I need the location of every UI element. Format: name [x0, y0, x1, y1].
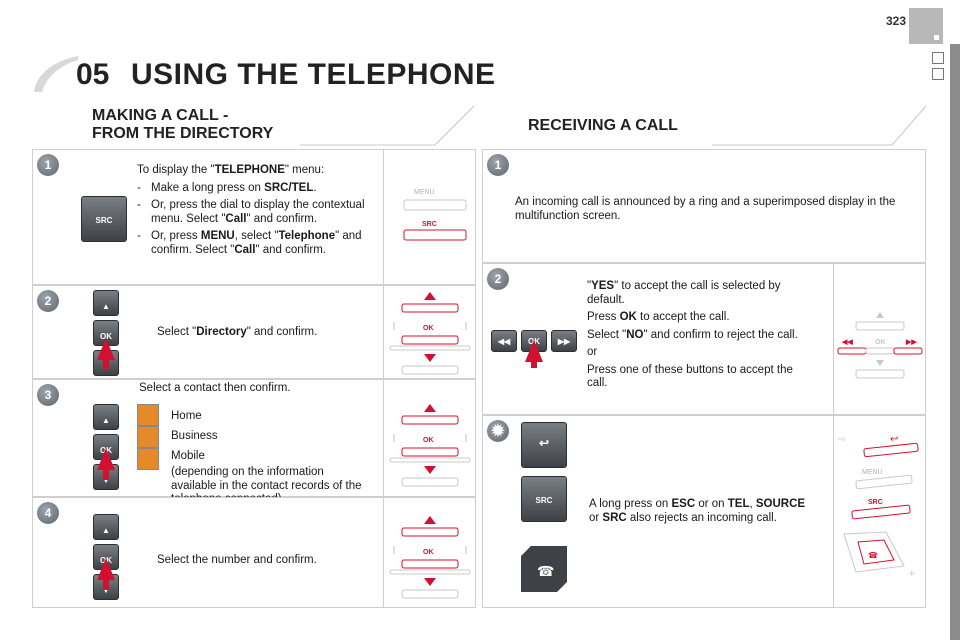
- press-arrow-stem: [531, 360, 537, 368]
- step-number-badge: 4: [37, 502, 59, 524]
- contact-type-business: Business: [171, 430, 218, 442]
- steering-control-diagram-4: OK: [383, 498, 476, 607]
- right-step-1-text: An incoming call is announced by a ring …: [515, 196, 896, 222]
- left-title-line2: FROM THE DIRECTORY: [92, 125, 274, 142]
- left-step-1-panel: 1 SRC To display the "TELEPHONE" menu: -…: [32, 149, 476, 285]
- step-number-badge: 2: [37, 290, 59, 312]
- contact-type-mobile: Mobile: [171, 450, 205, 462]
- up-button[interactable]: ▲: [93, 514, 119, 540]
- tel-button-icon[interactable]: ☎: [521, 546, 567, 592]
- step1-bullet-2: -Or, press the dial to display the conte…: [137, 199, 365, 225]
- svg-text:↩: ↩: [890, 434, 898, 445]
- home-icon: [137, 404, 159, 426]
- press-arrow-icon: [97, 558, 115, 580]
- page-number: 323: [885, 14, 906, 28]
- step-number-badge: 1: [37, 154, 59, 176]
- svg-text:+: +: [908, 569, 916, 579]
- svg-text:MENU: MENU: [862, 469, 883, 476]
- prev-button[interactable]: ◀◀: [491, 330, 517, 352]
- left-step-3-panel: 3 Select a contact then confirm. ▲ OK ▼ …: [32, 379, 476, 505]
- steering-control-diagram-2: OK: [383, 286, 476, 378]
- left-step-3-text: Select a contact then confirm.: [139, 382, 291, 394]
- esc-button[interactable]: ↩: [521, 422, 567, 468]
- press-arrow-stem: [103, 358, 109, 370]
- or-text: or: [587, 346, 598, 358]
- ok-text: Press OK to accept the call.: [587, 311, 730, 323]
- mobile-icon: [137, 448, 159, 470]
- next-button[interactable]: ▶▶: [551, 330, 577, 352]
- svg-text:▶▶: ▶▶: [905, 339, 917, 346]
- step-number-badge: 3: [37, 384, 59, 406]
- svg-text:OK: OK: [875, 339, 886, 346]
- svg-text:☎: ☎: [537, 564, 554, 580]
- step-number-badge: 2: [487, 268, 509, 290]
- src-tel-button[interactable]: SRC: [521, 476, 567, 522]
- svg-text:OK: OK: [423, 325, 434, 332]
- up-button[interactable]: ▲: [93, 404, 119, 430]
- right-step-3-text: A long press on ESC or on TEL, SOURCE or…: [589, 498, 806, 524]
- press-arrow-icon: [97, 448, 115, 470]
- no-text: Select "NO" and confirm to reject the ca…: [587, 328, 798, 341]
- svg-text:SRC: SRC: [868, 499, 883, 506]
- chapter-title: USING THE TELEPHONE: [131, 58, 496, 91]
- src-tel-button[interactable]: SRC: [81, 196, 127, 242]
- right-step-3-panel: ✹ ↩ SRC ☎ A long press on ESC or on TEL,…: [482, 415, 926, 608]
- business-icon: [137, 426, 159, 448]
- svg-text:OK: OK: [423, 549, 434, 556]
- press-arrow-stem: [103, 578, 109, 590]
- press-arrow-stem: [103, 468, 109, 480]
- right-step-2-panel: 2 ◀◀ OK ▶▶ "YES" to accept the call is s…: [482, 263, 926, 415]
- step1-intro: To display the "TELEPHONE" menu:: [137, 164, 325, 176]
- step1-bullet-1: -Make a long press on SRC/TEL.: [137, 181, 317, 194]
- src-button-label: SRC: [95, 216, 113, 226]
- gear-icon: ✹: [487, 420, 509, 442]
- left-section-title: MAKING A CALL - FROM THE DIRECTORY: [92, 107, 273, 143]
- right-heading-rule: [712, 105, 927, 146]
- tab-mark: [934, 35, 939, 40]
- steering-control-diagram-5: ◀◀ OK ▶▶: [833, 264, 926, 414]
- up-button[interactable]: ▲: [93, 290, 119, 316]
- diagram-src-label: SRC: [422, 221, 437, 228]
- left-title-line1: MAKING A CALL -: [92, 107, 229, 124]
- right-section-title: RECEIVING A CALL: [528, 117, 678, 134]
- press-buttons-text: Press one of these buttons to accept the…: [587, 363, 793, 390]
- steering-control-diagram-3: OK: [383, 380, 476, 496]
- left-step-1-text: To display the "TELEPHONE" menu: -Make a…: [137, 164, 377, 257]
- step-number-badge: 1: [487, 154, 509, 176]
- page-tab: [909, 8, 943, 44]
- press-arrow-icon: [525, 340, 543, 362]
- left-step-4-panel: 4 ▲ OK ▼ Select the number and confirm. …: [32, 497, 476, 608]
- svg-text:☎: ☎: [868, 551, 878, 560]
- diagram-menu-label: MENU: [414, 189, 435, 196]
- press-arrow-icon: [97, 338, 115, 360]
- steering-control-diagram-1: MENU SRC: [383, 150, 476, 284]
- yes-text: "YES" to accept the call is selected by …: [587, 280, 781, 306]
- contact-type-home: Home: [171, 410, 202, 422]
- steering-wheel-diagram: ⇨ ↩ MENU SRC ☎ +: [833, 416, 926, 607]
- svg-text:⇨: ⇨: [838, 435, 846, 445]
- chapter-number: 05: [76, 58, 110, 91]
- svg-text:◀◀: ◀◀: [841, 339, 853, 346]
- side-checkbox-1: [932, 52, 944, 64]
- side-stripe: [950, 44, 960, 640]
- left-heading-rule: [300, 105, 475, 146]
- left-step-2-panel: 2 ▲ OK ▼ Select "Directory" and confirm.…: [32, 285, 476, 379]
- right-step-1-panel: 1 An incoming call is announced by a rin…: [482, 149, 926, 263]
- chapter-swoosh-icon: [34, 56, 78, 92]
- right-step-2-text: "YES" to accept the call is selected by …: [587, 280, 809, 391]
- svg-text:OK: OK: [423, 437, 434, 444]
- step1-bullet-3: -Or, press MENU, select "Telephone" and …: [137, 230, 362, 256]
- left-step-2-text: Select "Directory" and confirm.: [157, 326, 318, 338]
- side-checkbox-2: [932, 68, 944, 80]
- left-step-4-text: Select the number and confirm.: [157, 554, 317, 566]
